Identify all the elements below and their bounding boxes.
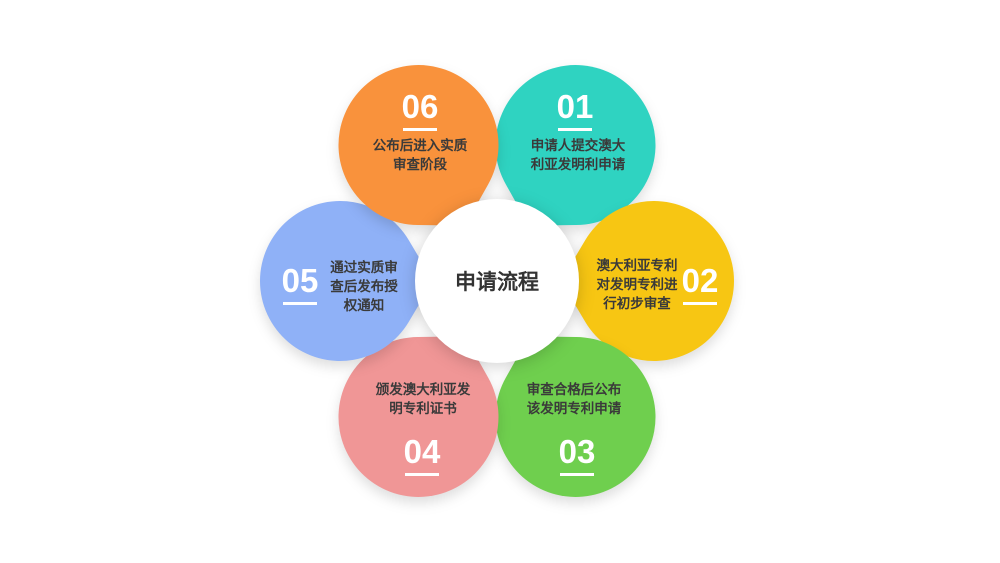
petal-step-06: 06 公布后进入实质审查阶段: [338, 65, 498, 226]
step-number-underline: [403, 128, 437, 131]
step-description-line: 明专利证书: [389, 400, 457, 417]
step-description-line: 通过实质审: [330, 259, 398, 276]
step-description-line: 利亚发明利申请: [531, 156, 626, 173]
step-description-line: 该发明专利申请: [527, 400, 622, 417]
step-description-line: 权通知: [343, 297, 385, 314]
step-number-underline: [558, 128, 592, 131]
step-number: 03: [559, 433, 596, 470]
step-description-line: 审查阶段: [393, 156, 447, 173]
step-number-underline: [683, 302, 717, 305]
step-number-underline: [560, 473, 594, 476]
step-number: 06: [402, 88, 439, 125]
step-description-line: 审查合格后公布: [527, 381, 622, 398]
step-description-line: 颁发澳大利亚发: [376, 381, 471, 398]
center-title: 申请流程: [455, 270, 539, 294]
petal-step-05: 05 通过实质审查后发布授权通知: [260, 201, 433, 361]
step-number-underline: [283, 302, 317, 305]
step-number-underline: [405, 473, 439, 476]
step-number: 05: [282, 262, 319, 299]
step-description-line: 澳大利亚专利: [597, 257, 678, 274]
step-number: 01: [557, 88, 594, 125]
step-description-line: 公布后进入实质: [373, 137, 468, 154]
step-description-line: 对发明专利进: [597, 276, 678, 293]
petal-step-03: 03 审查合格后公布该发明专利申请: [496, 336, 656, 497]
petal-step-02: 02澳大利亚专利对发明专利进行初步审查: [561, 201, 734, 361]
step-description-line: 申请人提交澳大: [531, 137, 626, 154]
step-number: 04: [404, 433, 441, 470]
step-number: 02: [682, 262, 719, 299]
petal-step-01: 01 申请人提交澳大利亚发明利申请: [496, 65, 656, 226]
step-description-line: 行初步审查: [602, 295, 671, 312]
petal-step-04: 04 颁发澳大利亚发明专利证书: [338, 336, 498, 497]
step-description-line: 查后发布授: [330, 278, 398, 295]
